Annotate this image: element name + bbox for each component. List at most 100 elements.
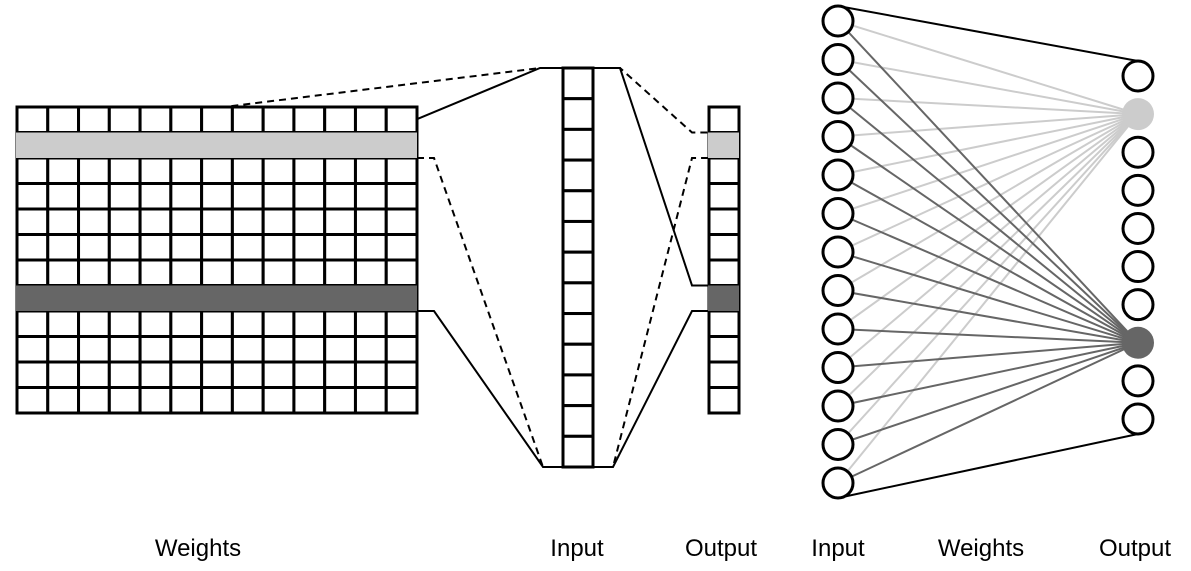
input-vector-cell	[561, 373, 595, 408]
matrix-cell	[200, 360, 234, 389]
matrix-cell	[384, 258, 419, 287]
matrix-cell	[169, 360, 204, 389]
matrix-cell	[200, 233, 234, 262]
network-edge-light	[837, 97, 1139, 116]
projection-line-light	[417, 157, 563, 468]
matrix-cell	[353, 182, 388, 211]
matrix-cell	[323, 105, 357, 134]
matrix-cell	[200, 105, 234, 134]
matrix-cell	[323, 360, 357, 389]
network-input-node	[821, 351, 855, 384]
output-vector-cell	[707, 386, 741, 415]
matrix-cell	[323, 335, 357, 364]
output-highlighted-cell-dark	[708, 285, 739, 311]
input-vector-cell	[561, 434, 595, 469]
output-vector-cell	[707, 233, 741, 262]
matrix-cell	[15, 233, 50, 262]
matrix-multiplication-view	[15, 66, 741, 469]
projection-line-dark	[593, 310, 709, 468]
matrix-cell	[384, 335, 419, 364]
matrix-cell	[138, 335, 173, 364]
matrix-cell	[230, 360, 265, 389]
network-edge-light	[837, 113, 1139, 215]
matrix-cell	[77, 105, 111, 134]
network-input-node	[821, 274, 855, 307]
network-input-node	[821, 43, 855, 76]
matrix-cell	[77, 207, 111, 236]
network-edge-light	[837, 20, 1139, 116]
matrix-cell	[169, 182, 204, 211]
matrix-cell	[292, 360, 327, 389]
matrix-cell	[15, 335, 50, 364]
network-input-node	[821, 4, 855, 38]
matrix-cell	[384, 105, 419, 134]
output-vector-cell	[707, 156, 741, 185]
matrix-cell	[107, 105, 142, 134]
matrix-cell	[292, 105, 327, 134]
output-vector-cell	[707, 360, 741, 389]
matrix-cell	[46, 335, 81, 364]
network-edge-dark	[837, 328, 1139, 344]
matrix-cell	[169, 309, 204, 338]
matrix-cell	[77, 360, 111, 389]
input-vector-cell	[561, 281, 595, 316]
matrix-cell	[292, 386, 327, 415]
matrix-output-label: Output	[685, 535, 757, 562]
matrix-cell	[77, 309, 111, 338]
network-edge-dark	[837, 20, 1139, 344]
matrix-cell	[230, 182, 265, 211]
input-vector-cell	[561, 342, 595, 377]
matrix-cell	[46, 258, 81, 287]
matrix-cell	[138, 360, 173, 389]
network-edge-dark	[837, 251, 1139, 344]
output-vector-cell	[707, 105, 741, 134]
network-output-node	[1121, 288, 1155, 322]
matrix-cell	[353, 207, 388, 236]
network-edge-light	[837, 113, 1139, 484]
network-input-node	[821, 389, 855, 423]
matrix-cell	[15, 309, 50, 338]
network-output-node	[1121, 59, 1155, 93]
output-vector-cell	[707, 258, 741, 287]
matrix-cell	[292, 335, 327, 364]
matrix-cell	[292, 233, 327, 262]
matrix-cell	[353, 233, 388, 262]
matrix-input-label: Input	[550, 535, 604, 562]
matrix-cell	[200, 258, 234, 287]
matrix-cell	[384, 207, 419, 236]
matrix-cell	[292, 182, 327, 211]
network-edge-light	[837, 113, 1139, 446]
matrix-cell	[200, 207, 234, 236]
network-boundary-line	[837, 433, 1139, 499]
network-input-node	[821, 158, 855, 192]
matrix-cell	[107, 309, 142, 338]
network-edge-dark	[837, 341, 1139, 446]
input-vector-cell	[561, 219, 595, 254]
matrix-cell	[200, 182, 234, 211]
matrix-cell	[200, 156, 234, 185]
network-output-node-light	[1122, 98, 1154, 131]
matrix-cell	[353, 105, 388, 134]
matrix-cell	[261, 156, 296, 185]
matrix-cell	[292, 309, 327, 338]
input-vector	[561, 66, 595, 469]
network-input-node	[821, 81, 855, 115]
input-vector-cell	[561, 189, 595, 223]
network-output-node-dark	[1122, 326, 1154, 359]
network-input-nodes	[821, 4, 855, 500]
matrix-cell	[230, 207, 265, 236]
matrix-cell	[138, 182, 173, 211]
network-edge-dark	[837, 58, 1139, 344]
input-vector-cell	[561, 97, 595, 131]
projection-line-dark	[593, 67, 709, 287]
network-output-node	[1121, 250, 1155, 284]
matrix-cell	[138, 156, 173, 185]
matrix-cell	[384, 360, 419, 389]
network-edge-dark	[837, 135, 1139, 344]
input-vector-cell	[561, 127, 595, 162]
projection-line-light	[593, 67, 709, 134]
matrix-cell	[323, 156, 357, 185]
matrix-cell	[261, 207, 296, 236]
network-input-node	[821, 312, 855, 346]
matrix-cell	[107, 207, 142, 236]
